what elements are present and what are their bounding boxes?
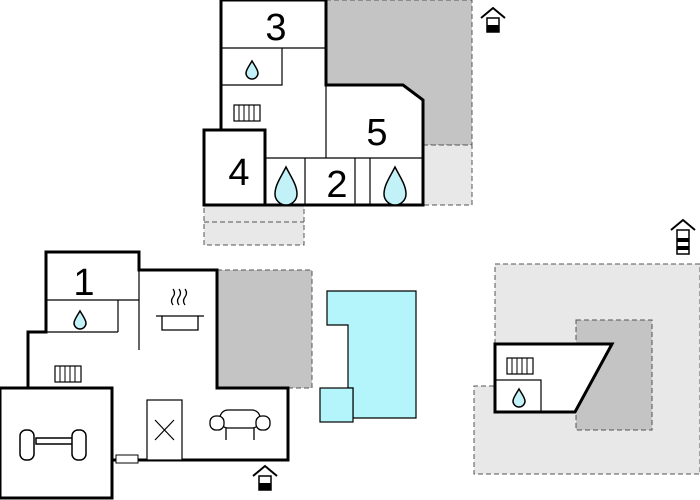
entrance-icon <box>480 7 506 33</box>
entrance-icon <box>252 465 278 491</box>
upper-balcony <box>203 204 305 246</box>
fitness-icon <box>19 429 87 461</box>
stove-icon <box>156 288 204 331</box>
sofa-icon <box>209 409 271 440</box>
room-4-label: 4 <box>228 152 249 194</box>
upper-terrace-light <box>422 144 473 206</box>
radiator-icon <box>54 365 82 383</box>
entrance-icon <box>670 219 696 255</box>
room-1-label: 1 <box>73 262 94 304</box>
room-2-label: 2 <box>326 164 347 206</box>
main-building: 1 <box>0 250 417 500</box>
room-3-label: 3 <box>265 7 286 49</box>
upper-building: 3 4 2 5 <box>202 0 473 246</box>
fireplace-icon <box>115 454 139 464</box>
annex-building <box>473 263 700 475</box>
radiator-icon <box>506 357 534 375</box>
swimming-pool <box>319 290 417 423</box>
main-terrace-dark <box>216 269 313 389</box>
room-5-label: 5 <box>366 112 387 154</box>
radiator-icon <box>233 104 261 122</box>
